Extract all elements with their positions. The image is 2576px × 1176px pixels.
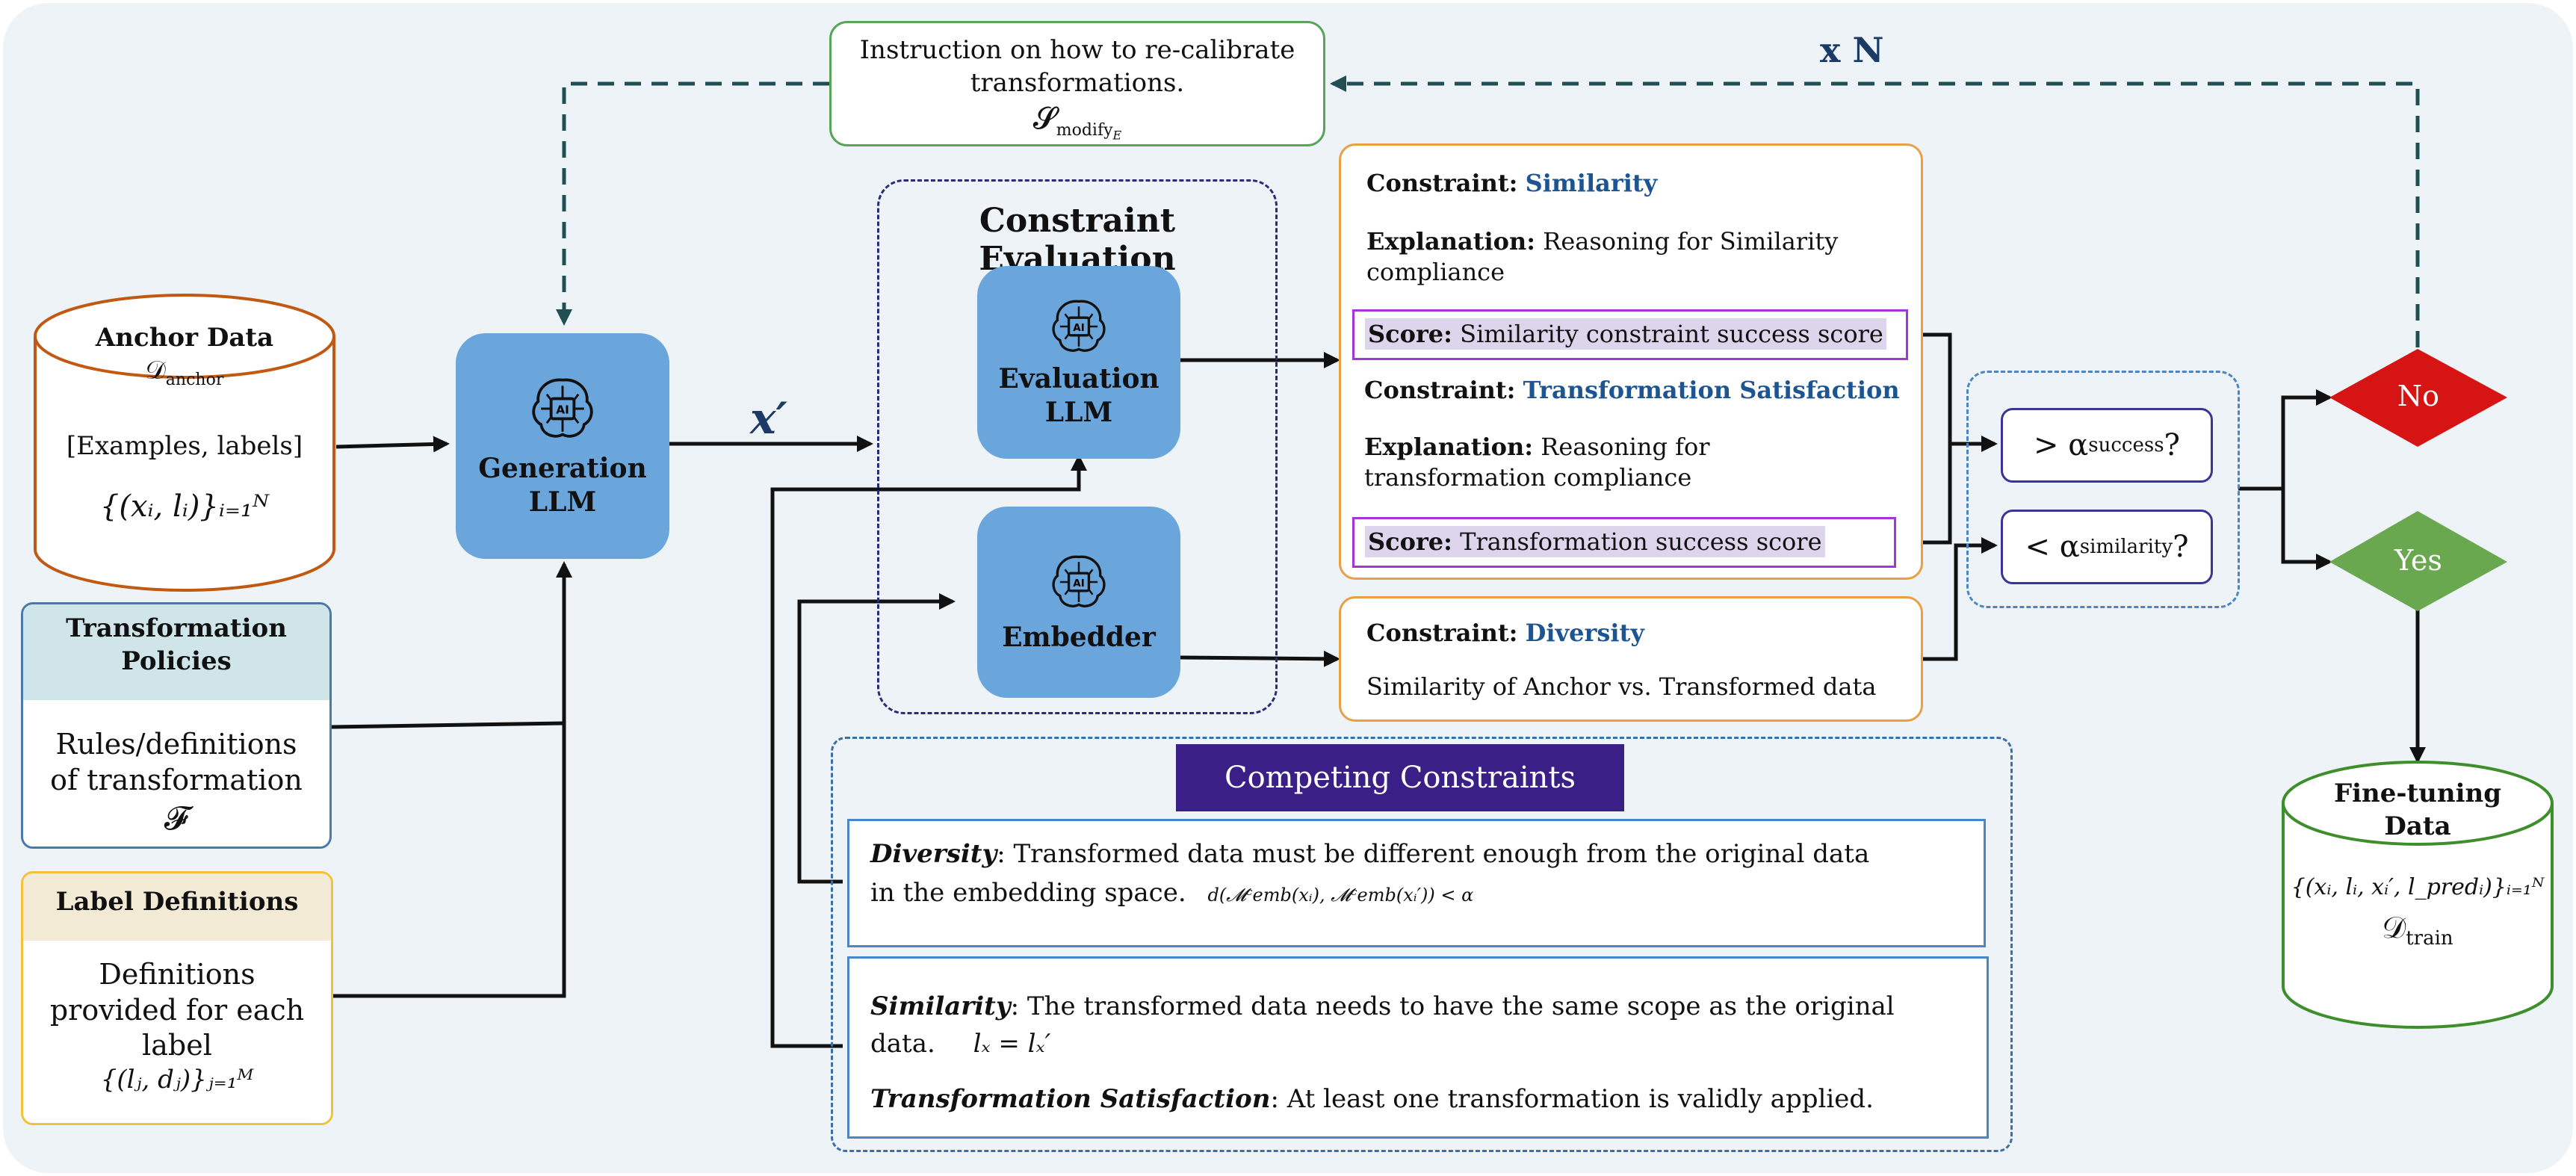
instruction-to-generation-arrow bbox=[556, 81, 829, 326]
loop-count-label: x N bbox=[1820, 30, 1884, 70]
label-definitions-header: Label Definitions bbox=[23, 873, 331, 941]
finetune-cylinder bbox=[2282, 761, 2554, 1029]
threshold-to-decision-line bbox=[2238, 389, 2332, 491]
anchor-title: Anchor Data bbox=[95, 323, 274, 353]
finetune-text-block: Fine-tuning Data {(xᵢ, lᵢ, xᵢ′, l_predᵢ)… bbox=[2283, 777, 2552, 950]
diversity-constraint-box: Diversity: Transformed data must be diff… bbox=[847, 819, 1986, 947]
similarity-formula: lₓ = lₓ′ bbox=[973, 1029, 1051, 1059]
finetune-title-line2: Data bbox=[2384, 811, 2451, 842]
yes-label: Yes bbox=[2394, 544, 2442, 577]
ai-chip-text: AI bbox=[556, 403, 569, 417]
transformation-policies-box: Transformation Policies Rules/definition… bbox=[21, 602, 332, 849]
policies-title-line2: Policies bbox=[121, 646, 232, 677]
transformation-satisfaction-line: Transformation Satisfaction: At least on… bbox=[870, 1084, 1874, 1115]
threshold-group bbox=[1966, 371, 2240, 608]
instruction-box: Instruction on how to re-calibrate trans… bbox=[829, 21, 1325, 146]
evaluation-llm-node: AI Evaluation LLM bbox=[977, 266, 1180, 459]
yes-diamond bbox=[2329, 511, 2507, 611]
anchor-title-block: Anchor Data 𝒟anchor bbox=[35, 321, 334, 392]
label-definitions-line2: provided for each bbox=[49, 993, 305, 1027]
anchor-items: [Examples, labels] bbox=[66, 431, 303, 461]
ai-chip-text: AI bbox=[1073, 323, 1084, 334]
finetune-symbol: 𝒟train bbox=[2382, 911, 2453, 950]
xprime-label: x′ bbox=[750, 393, 787, 444]
labels-to-generation-arrow bbox=[333, 561, 572, 998]
embedder-node: AI Embedder bbox=[977, 507, 1180, 698]
generation-llm-node: AI Generation LLM bbox=[456, 333, 669, 559]
transformation-constraint-row: Constraint: Transformation Satisfaction bbox=[1364, 376, 1900, 404]
similarity-constraint-line1: Similarity: The transformed data needs t… bbox=[870, 991, 1895, 1021]
label-definitions-box: Label Definitions Definitions provided f… bbox=[21, 871, 333, 1125]
policies-title-line1: Transformation bbox=[66, 613, 287, 643]
diversity-constraint-line1: Diversity: Transformed data must be diff… bbox=[870, 839, 1870, 869]
similarity-explanation-row: Explanation: Reasoning for Similarity co… bbox=[1366, 226, 1839, 287]
anchor-formula: {(xᵢ, lᵢ)}ᵢ₌₁ᴺ bbox=[99, 489, 270, 524]
instruction-symbol: 𝓢modifyE bbox=[1032, 102, 1122, 143]
diversity-to-embedder-arrow bbox=[797, 593, 956, 884]
embedder-to-diversity-card-arrow bbox=[1180, 650, 1340, 667]
threshold-to-yes-line bbox=[2281, 489, 2332, 570]
ai-brain-icon: AI bbox=[1052, 555, 1106, 607]
instruction-line2: transformations. bbox=[970, 68, 1185, 99]
policies-body-line2: of transformation bbox=[50, 763, 303, 796]
transformation-constraint-block: Constraint: Transformation Satisfaction … bbox=[1364, 375, 1917, 494]
anchor-cylinder bbox=[34, 294, 335, 592]
evaluation-llm-line2: LLM bbox=[1044, 397, 1113, 428]
similarity-constraint-line2: data. lₓ = lₓ′ bbox=[870, 1029, 1051, 1059]
ai-chip-text: AI bbox=[1073, 578, 1084, 589]
constraint-evaluation-group bbox=[877, 179, 1278, 714]
policies-body-line1: Rules/definitions bbox=[55, 728, 297, 761]
score1-to-threshold-line bbox=[1901, 332, 1998, 452]
transformation-explanation-row: Explanation: Reasoning for transformatio… bbox=[1364, 432, 1710, 492]
policies-symbol: 𝓕 bbox=[164, 799, 189, 838]
label-definitions-formula: {(lⱼ, dⱼ)}ⱼ₌₁ᴹ bbox=[100, 1064, 254, 1095]
instruction-line1: Instruction on how to re-calibrate bbox=[859, 35, 1295, 65]
generation-llm-line1: Generation bbox=[478, 453, 647, 484]
diversity-constraint-row: Constraint: Diversity bbox=[1366, 619, 1644, 647]
no-diamond bbox=[2329, 349, 2507, 447]
embedder-label: Embedder bbox=[1002, 621, 1156, 653]
feedback-loop-arrow bbox=[1330, 75, 2420, 347]
similarity-transformation-box: Similarity: The transformed data needs t… bbox=[847, 956, 1989, 1139]
competing-constraints-group bbox=[831, 737, 2013, 1152]
label-definitions-line1: Definitions bbox=[99, 958, 256, 991]
diversity-text: Similarity of Anchor vs. Transformed dat… bbox=[1366, 672, 1877, 701]
diversity-formula: d(𝓜ᶜemb(xᵢ), 𝓜ᶜemb(xᵢ′)) < α bbox=[1207, 885, 1474, 906]
similarity-score-box: Score: Similarity constraint success sco… bbox=[1352, 309, 1908, 360]
finetune-formula: {(xᵢ, lᵢ, xᵢ′, l_predᵢ)}ᵢ₌₁ᴺ bbox=[2291, 874, 2545, 901]
label-definitions-body: Definitions provided for each label {(lⱼ… bbox=[23, 941, 331, 1095]
similarity-to-eval-arrow bbox=[770, 454, 1087, 1048]
diversity-constraint-line2: in the embedding space. d(𝓜ᶜemb(xᵢ), 𝓜ᶜe… bbox=[870, 878, 1474, 909]
label-definitions-line3: label bbox=[142, 1029, 212, 1062]
policies-header: Transformation Policies bbox=[23, 604, 329, 700]
policies-to-generation-line bbox=[331, 721, 565, 729]
transformation-score-box: Score: Transformation success score bbox=[1352, 517, 1896, 568]
evaluation-llm-line1: Evaluation bbox=[998, 363, 1159, 394]
ai-brain-icon: AI bbox=[532, 378, 593, 438]
anchor-to-generation-arrow bbox=[335, 436, 450, 453]
finetune-title-line1: Fine-tuning bbox=[2333, 779, 2502, 808]
policies-body: Rules/definitions of transformation 𝓕 bbox=[23, 700, 329, 839]
diversity-to-threshold-line bbox=[1919, 537, 1998, 661]
diversity-card: Constraint: Diversity Similarity of Anch… bbox=[1339, 596, 1923, 722]
anchor-symbol: 𝒟anchor bbox=[145, 356, 224, 389]
generation-llm-line2: LLM bbox=[528, 486, 597, 518]
similarity-constraint-row: Constraint: Similarity bbox=[1366, 169, 1658, 197]
no-label: No bbox=[2397, 380, 2440, 412]
competing-constraints-banner: Competing Constraints bbox=[1176, 744, 1624, 811]
ai-brain-icon: AI bbox=[1052, 300, 1106, 352]
similarity-transformation-card: Constraint: Similarity Explanation: Reas… bbox=[1339, 143, 1923, 580]
